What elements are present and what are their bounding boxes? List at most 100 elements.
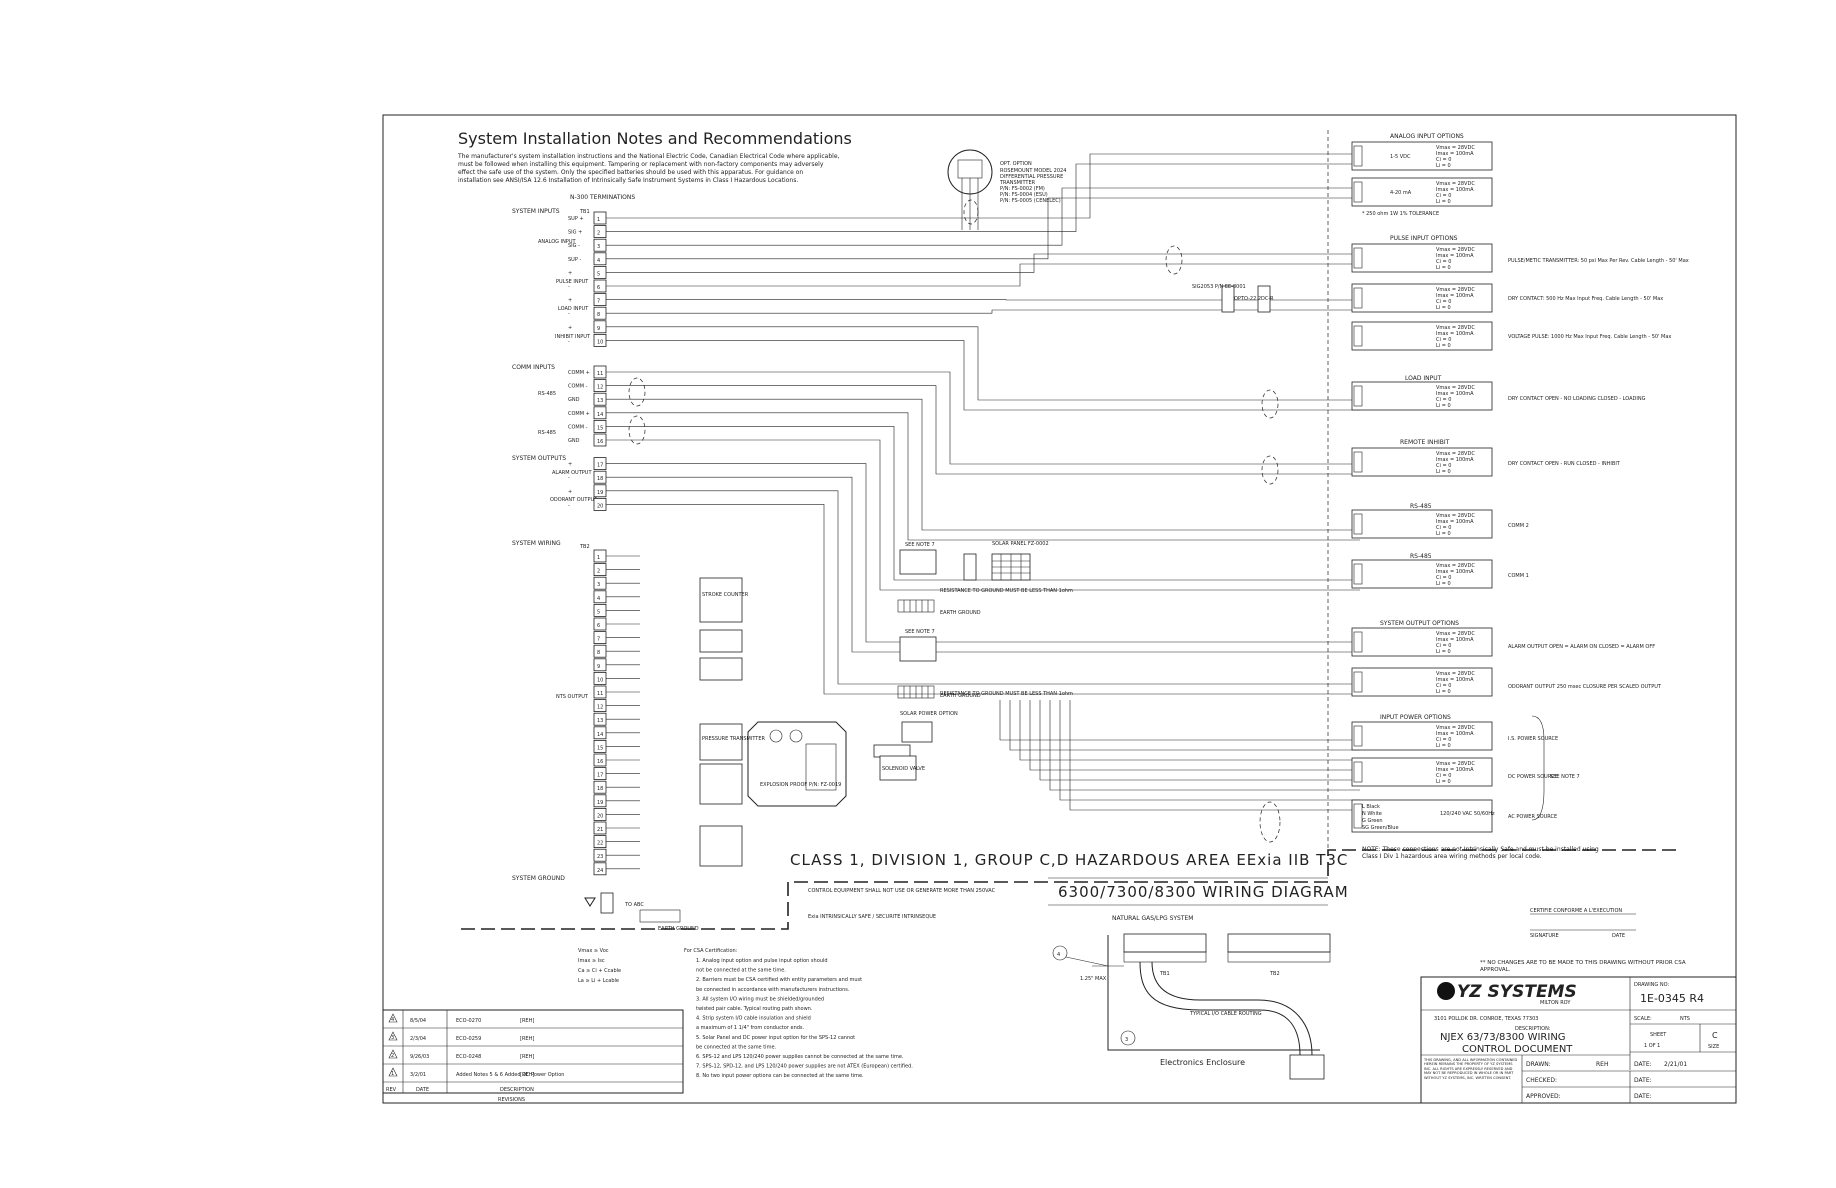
see-note-label: SEE NOTE 7 [1550,774,1580,780]
alarm-desc: ALARM OUTPUT OPEN = ALARM ON CLOSED = AL… [1508,644,1655,650]
comm1-label: COMM 1 [1508,573,1529,579]
company-logo: YZ SYSTEMS [1457,982,1577,1002]
entity-value: Li = 0 [1436,689,1451,695]
system-ground-label: SYSTEM GROUND [512,875,565,882]
entity-value: Vmax = 28VDC [1436,385,1475,391]
csa-note-item: a maximum of 1 1/4" from conductor ends. [696,1025,805,1031]
field-wire [606,385,1360,475]
entity-value: Imax = 100mA [1436,767,1474,773]
notes-line: installation see ANSI/ISA 12.6 Installat… [458,177,798,184]
option-terminal [1353,451,1363,473]
scale-value: NTS [1680,1016,1690,1022]
tb1-pin-label: - [568,284,570,290]
tb1-terminal-number: 16 [597,439,603,445]
entity-value: Li = 0 [1436,779,1451,785]
tb2-terminal-number: 7 [597,637,600,643]
sheet-label: SHEET [1650,1032,1667,1038]
power-brace [1531,715,1545,821]
option-terminal [1353,513,1363,535]
option-block [1351,559,1493,589]
tb1-terminal-number: 9 [597,326,600,332]
analog-note: * 250 ohm 1W 1% TOLERANCE [1362,211,1439,217]
entity-value: Vmax = 28VDC [1436,451,1475,457]
entity-value: Imax = 100mA [1436,293,1474,299]
entity-value: Ci = 0 [1436,773,1451,779]
power-wire [1069,700,1360,811]
input-power-options-title: INPUT POWER OPTIONS [1380,714,1451,721]
tb1-terminal-number: 6 [597,285,600,291]
power-wire [1059,700,1360,801]
control-note: CONTROL EQUIPMENT SHALL NOT USE OR GENER… [808,888,996,894]
analog-input-label: ANALOG INPUT [538,239,576,245]
entity-value: Ci = 0 [1436,337,1451,343]
csa-note-item: 4. Strip system I/O cable insulation and… [696,1016,811,1022]
option-terminal [1353,385,1363,407]
entity-value: Vmax = 28VDC [1436,247,1475,253]
rs485-label: RS-485 [538,391,556,397]
field-wire [606,326,1360,401]
tb2-terminal-number: 20 [597,813,603,819]
certified-label: CERTIFIE CONFORME A L'EXECUTION [1530,908,1622,914]
entity-value: Imax = 100mA [1436,731,1474,737]
csa-note-item: 7. SPS-12, SPD-12, and LPS 120/240 power… [696,1064,913,1070]
drawn-value: REH [1596,1061,1608,1068]
revision-desc: ECO-0248 [456,1054,481,1060]
drawing-no: 1E-0345 R4 [1640,992,1704,1005]
entity-value: Vmax = 28VDC [1436,761,1475,767]
field-wire [606,463,1360,643]
field-wire [606,187,1360,246]
tb1-pin-label: - [568,475,570,481]
entity-value: Vmax = 28VDC [1436,725,1475,731]
tb2-terminal-number: 17 [597,773,603,779]
option-block [1351,243,1493,273]
notes-line: must be followed when installing this eq… [458,161,824,168]
option-terminal [1353,631,1363,653]
cable-routing-detail [1052,933,1331,1080]
enclosure-label: Electronics Enclosure [1160,1058,1245,1067]
entity-value: Vmax = 28VDC [1436,181,1475,187]
checked-label: CHECKED: [1526,1077,1557,1084]
company-sub: MILTON ROY [1540,1000,1571,1006]
tb1-terminal-number: 1 [597,217,600,223]
date-label: DATE: [1634,1093,1652,1100]
entity-line: Imax ≥ Isc [578,958,605,964]
tb1-terminal-number: 7 [597,299,600,305]
entity-value: Li = 0 [1436,469,1451,475]
ac-wire: N White [1362,811,1382,817]
tb2-terminal-number: 21 [597,827,603,833]
revision-number: 2 [391,1053,394,1059]
csa-notes: 1. Analog input option and pulse input o… [696,958,913,1079]
option-block [1351,721,1493,751]
notes-line: The manufacturer's system installation i… [457,153,840,160]
tb1-terminal-number: 13 [597,398,603,404]
field-wire [606,253,1360,273]
tb2-terminal-number: 12 [597,705,603,711]
earth-ground-label: EARTH GROUND [658,926,699,932]
transmitter-label: PRESSURE TRANSMITTER [702,736,766,742]
option-block [1351,141,1493,171]
entity-value: Li = 0 [1436,649,1451,655]
entity-value: Imax = 100mA [1436,331,1474,337]
entity-value: Ci = 0 [1436,299,1451,305]
field-wire [606,398,1360,531]
resistance-note: RESISTANCE TO GROUND MUST BE LESS THAN 1… [940,691,1073,697]
description-line: CONTROL DOCUMENT [1462,1044,1573,1055]
dpt-title: OPT. OPTION [1000,161,1032,167]
ac-power-label: AC POWER SOURCE [1508,814,1557,820]
ground-grid-icon [897,599,935,699]
solar-panel-label: SOLAR PANEL FZ-0002 [992,541,1049,547]
entity-line: Vmax ≥ Voc [578,948,609,954]
entity-value: Li = 0 [1436,305,1451,311]
entity-value: Vmax = 28VDC [1436,287,1475,293]
pulse-desc: DRY CONTACT: 500 Hz Max Input Freq. Cabl… [1508,296,1663,302]
exia-note: Exia INTRINSICALLY SAFE / SECURITE INTRI… [808,914,936,920]
csa-note-item: 6. SPS-12 and LPS 120/240 power supplies… [696,1054,904,1060]
proprietary-note: THIS DRAWING, AND ALL INFORMATION CONTAI… [1424,1058,1517,1080]
tb1-pin-label: COMM + [568,370,590,376]
tb1-pin-label: GND [568,438,580,444]
cable-shield-icon [628,199,1281,843]
tb1-pin-label: COMM - [568,424,588,430]
drawn-date: 2/21/01 [1664,1061,1687,1068]
